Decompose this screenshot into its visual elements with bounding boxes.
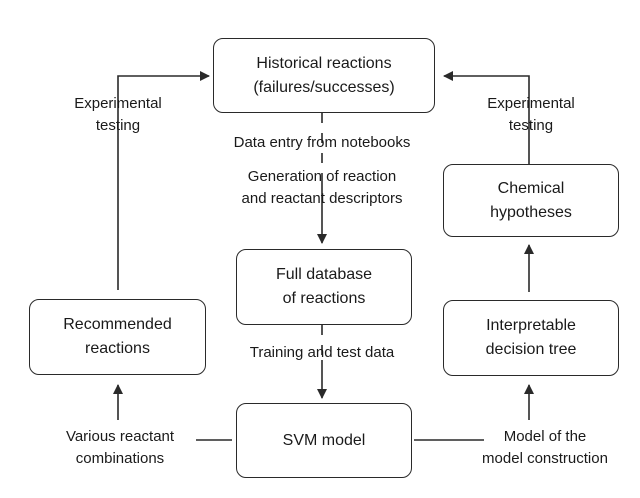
svm-model-text: SVM model [282,431,366,449]
model-construction-label: Model of the model construction [482,428,608,467]
experimental-testing-right-label: Experimental testing [487,95,575,134]
chemical-hypotheses-box: Chemical hypotheses [443,164,619,237]
chemical-hypotheses-text: Chemical hypotheses [490,179,572,221]
recommended-reactions-box: Recommended reactions [29,299,206,375]
decision-tree-text: Interpretable decision tree [485,317,577,358]
svm-model-box: SVM model [236,403,412,478]
historical-reactions-box: Historical reactions (failures/successes… [213,38,435,113]
decision-tree-box: Interpretable decision tree [443,300,619,376]
flow-arrow-recommended-to-historical [117,71,210,290]
data-entry-label: Data entry from notebooks [233,134,411,151]
reactant-combinations-label: Various reactant combinations [65,428,175,467]
recommended-reactions-text: Recommended reactions [63,316,172,357]
flow-arrow-hypotheses-to-historical [443,71,530,170]
full-database-box: Full database of reactions [236,249,412,325]
experimental-testing-left-label: Experimental testing [74,95,162,134]
training-test-label: Training and test data [249,344,395,361]
full-database-text: Full database of reactions [275,266,373,307]
historical-reactions-text: Historical reactions (failures/successes… [253,54,395,96]
descriptors-label: Generation of reaction and reactant desc… [241,168,403,207]
